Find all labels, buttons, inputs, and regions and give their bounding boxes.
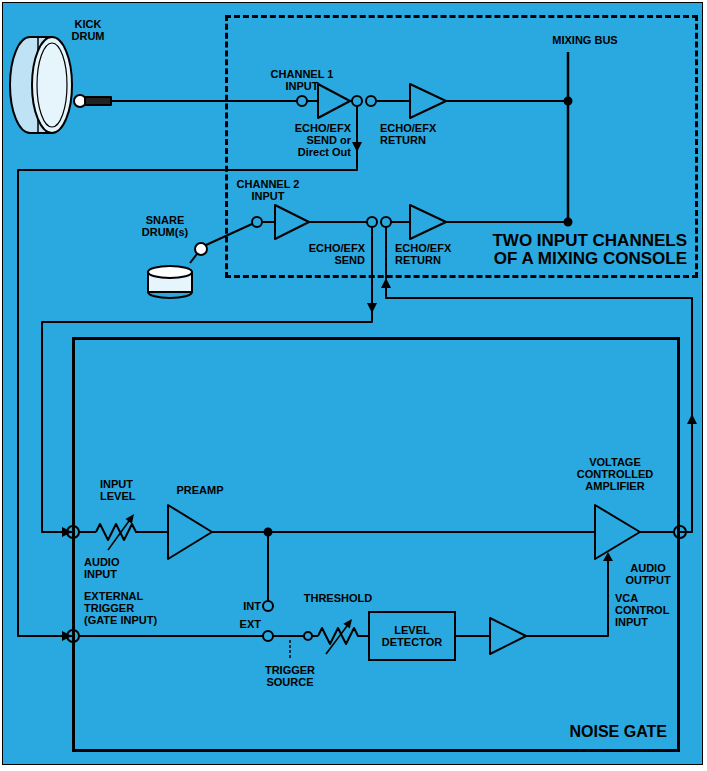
signal-label: TRIGGER SOURCE [262, 664, 318, 688]
mic-cable [111, 100, 297, 102]
wire [267, 532, 269, 601]
signal-label: AUDIO OUTPUT [622, 562, 674, 586]
wire [446, 100, 568, 102]
signal-label: ECHO/EFX SEND [299, 242, 365, 266]
signal-label: CHANNEL 2 INPUT [234, 178, 302, 202]
signal-label: VOLTAGE CONTROLLED AMPLIFIER [572, 456, 658, 492]
microphone-body [85, 97, 111, 105]
level-detector-box: LEVEL DETECTOR [368, 611, 456, 661]
wire-path [42, 278, 372, 532]
wire [456, 635, 490, 637]
send-wire [371, 227, 373, 278]
switch-contact [263, 601, 273, 611]
amplifier-symbol [318, 84, 350, 118]
text-group: TWO INPUT CHANNELS OF A MIXING CONSOLE [479, 232, 687, 269]
text-group: NOISE GATE [570, 723, 668, 741]
control-wire [526, 558, 608, 636]
amplifier-symbol [410, 205, 446, 239]
schematic [10, 37, 697, 660]
wire [446, 221, 568, 223]
preamp-symbol [168, 505, 212, 559]
signal-label: THRESHOLD [296, 592, 380, 604]
microphone-head [195, 243, 207, 255]
amplifier-symbol [275, 205, 309, 239]
signal-label: AUDIO INPUT [84, 556, 132, 580]
signal-label: INPUT LEVEL [100, 478, 146, 502]
text-group: LEVEL DETECTOR [379, 624, 445, 648]
signal-wire [18, 170, 225, 641]
switch-contact [263, 631, 273, 641]
signal-wire [42, 278, 372, 537]
signal-label: ECHO/EFX RETURN [380, 122, 446, 146]
kick-drum-head [32, 37, 72, 133]
wire [391, 221, 410, 223]
console-region: TWO INPUT CHANNELS OF A MIXING CONSOLE [225, 15, 698, 278]
arrowhead [352, 142, 362, 152]
wire [262, 221, 275, 223]
arrowhead [126, 514, 135, 524]
signal-label: ECHO/EFX SEND or Direct Out [285, 122, 351, 158]
wire [307, 100, 318, 102]
wire [79, 635, 263, 637]
noise-gate-housing: NOISE GATE LEVEL DETECTOR [72, 337, 680, 752]
signal-label: MIXING BUS [540, 34, 630, 46]
microphone-body [190, 254, 197, 263]
signal-label: SNARE DRUM(s) [137, 214, 193, 238]
signal-label: KICK DRUM [66, 18, 110, 42]
wire-path [386, 278, 692, 532]
snare-drum-head [148, 266, 192, 278]
return-wire [385, 227, 387, 278]
potentiometer-symbol [96, 524, 140, 540]
mixing-bus [567, 52, 570, 222]
amplifier-symbol [410, 84, 446, 118]
signal-label: PREAMP [165, 484, 235, 496]
wire [312, 635, 318, 637]
input-jack [252, 217, 262, 227]
signal-label: CHANNEL 1 INPUT [265, 68, 340, 92]
switch-pivot [304, 632, 312, 640]
signal-label: ECHO/EFX RETURN [395, 242, 461, 266]
wire [376, 100, 410, 102]
potentiometer-arrow [326, 626, 347, 654]
wire [79, 531, 96, 533]
switch-lever [273, 635, 304, 637]
input-jack [297, 96, 307, 106]
wire-path [18, 170, 225, 636]
arrowhead [381, 278, 391, 288]
send-jack [352, 96, 362, 106]
switch-linkage [289, 640, 291, 660]
signal-label: VCA CONTROL INPUT [615, 592, 673, 628]
vca-symbol [595, 505, 640, 559]
wire [309, 221, 367, 223]
return-jack [366, 96, 376, 106]
send-wire [225, 106, 357, 170]
arrowhead [343, 619, 352, 629]
box-title: TWO INPUT CHANNELS OF A MIXING CONSOLE [479, 232, 687, 269]
signal-label: EXTERNAL TRIGGER (GATE INPUT) [84, 590, 164, 626]
box-title: LEVEL DETECTOR [379, 624, 445, 648]
mic-cable [206, 224, 252, 245]
arrowhead [603, 552, 613, 561]
junction-dot [565, 98, 572, 105]
arrowhead [62, 631, 72, 641]
signal-label: EXT [235, 618, 261, 630]
signal-label: INT [235, 600, 261, 612]
wire [640, 531, 674, 533]
return-jack [381, 217, 391, 227]
box-title: NOISE GATE [570, 723, 668, 741]
snare-drum-rim [148, 292, 192, 298]
amplifier-symbol [490, 618, 526, 654]
send-jack [367, 217, 377, 227]
potentiometer-arrow [108, 521, 129, 550]
signal-wire [381, 278, 692, 532]
arrowhead [62, 527, 72, 537]
kick-drum-hoop [37, 43, 67, 127]
wire [140, 531, 168, 533]
